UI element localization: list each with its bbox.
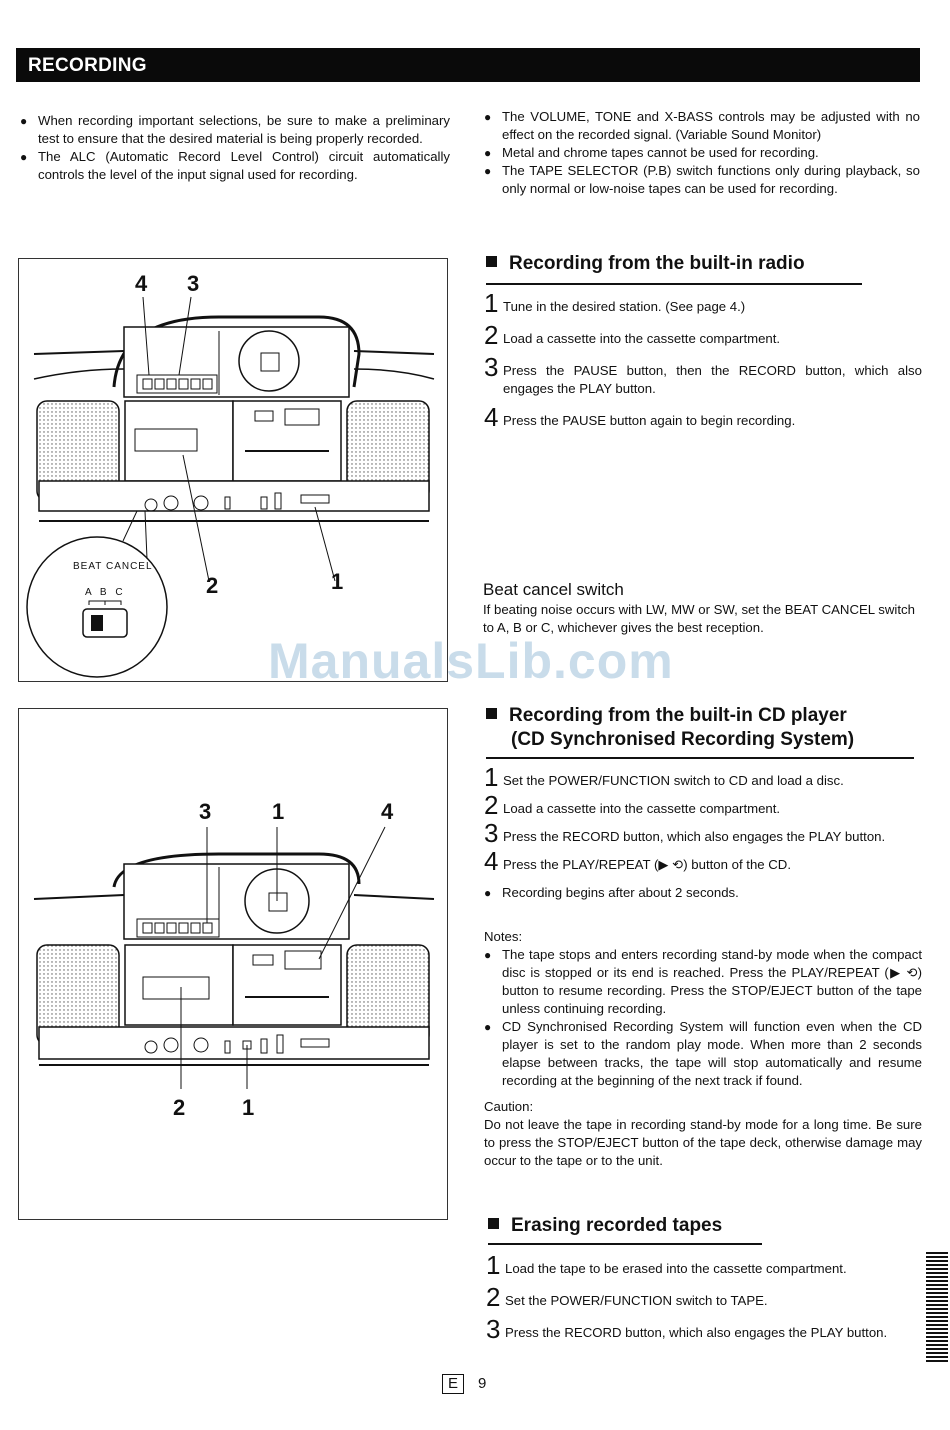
square-bullet-icon	[486, 708, 497, 719]
intro-right-item: The TAPE SELECTOR (P.B) switch functions…	[484, 162, 920, 198]
cd-heading-text: Recording from the built-in CD player	[509, 705, 847, 726]
notes-title: Notes:	[484, 929, 523, 944]
step: 2 Load a cassette into the cassette compa…	[484, 790, 922, 820]
step: 4 Press the PLAY/REPEAT (▶ ⟲) button of t…	[484, 846, 922, 876]
boombox-illustration-1	[26, 296, 435, 678]
step: 1 Tune in the desired station. (See page …	[484, 288, 922, 318]
intro-right: The VOLUME, TONE and X-BASS controls may…	[484, 108, 920, 198]
step-text: Press the RECORD button, which also enga…	[503, 829, 886, 844]
page-edge-marker	[926, 1252, 948, 1364]
step-number: 3	[484, 818, 499, 848]
step-number: 1	[484, 762, 499, 792]
step-text: Tune in the desired station. (See page 4…	[503, 299, 746, 314]
watermark: ManualsLib.com	[268, 633, 674, 689]
step: 1 Load the tape to be erased into the cas…	[486, 1250, 920, 1280]
callout-4: 4	[381, 799, 394, 824]
erase-steps: 1 Load the tape to be erased into the cas…	[486, 1250, 920, 1344]
square-bullet-icon	[486, 256, 497, 267]
step-number: 2	[484, 790, 499, 820]
heading-rule	[486, 757, 914, 759]
radio-steps: 1 Tune in the desired station. (See page …	[484, 288, 922, 432]
radio-heading-text: Recording from the built-in radio	[509, 253, 805, 274]
step-text: Load a cassette into the cassette compar…	[503, 801, 781, 816]
callout-4: 4	[135, 271, 148, 296]
step-text: Load a cassette into the cassette compar…	[503, 331, 781, 346]
callout-1: 1	[272, 799, 285, 824]
callout-1: 1	[242, 1095, 255, 1120]
step-text: Press the RECORD button, which also enga…	[505, 1325, 888, 1340]
step: 1 Set the POWER/FUNCTION switch to CD and…	[484, 762, 922, 792]
step-text: Press the PAUSE button again to begin re…	[503, 413, 796, 428]
note-item: CD Synchronised Recording System will fu…	[484, 1018, 922, 1090]
step-number: 2	[484, 320, 499, 350]
step: 3 Press the RECORD button, which also eng…	[484, 818, 922, 848]
step-text: Press the PLAY/REPEAT (▶ ⟲) button of th…	[503, 857, 791, 872]
step-number: 1	[486, 1250, 501, 1280]
step-text: Set the POWER/FUNCTION switch to CD and …	[503, 773, 844, 788]
boombox-illustration-2	[33, 826, 435, 1089]
figure-cd-recording: 3 1 4 2 1	[18, 708, 448, 1220]
step: 3 Press the RECORD button, which also eng…	[486, 1314, 920, 1344]
step-number: 2	[486, 1282, 501, 1312]
intro-right-item: The VOLUME, TONE and X-BASS controls may…	[484, 108, 920, 144]
caution-text: Do not leave the tape in recording stand…	[484, 1117, 922, 1168]
note-item: The tape stops and enters recording stan…	[484, 946, 922, 1018]
step-number: 3	[486, 1314, 501, 1344]
language-badge: E	[442, 1374, 464, 1394]
beat-cancel-label: BEAT CANCEL	[73, 561, 153, 572]
step: 2 Set the POWER/FUNCTION switch to TAPE.	[486, 1282, 920, 1312]
step-number: 3	[484, 352, 499, 382]
beat-cancel-positions: A B C	[85, 587, 123, 598]
figure-radio-recording: 4 3 2 1 BEAT CANCEL A B C	[18, 258, 448, 682]
page-number: 9	[478, 1375, 487, 1392]
caution-title: Caution:	[484, 1099, 534, 1114]
callout-1: 1	[331, 569, 344, 594]
intro-left-item: The ALC (Automatic Record Level Control)…	[20, 148, 450, 184]
intro-left: When recording important selections, be …	[20, 112, 450, 184]
cd-bullet: Recording begins after about 2 seconds.	[484, 884, 922, 902]
section-banner: RECORDING	[16, 48, 920, 82]
step-number: 1	[484, 288, 499, 318]
radio-heading: Recording from the built-in radio	[486, 252, 862, 285]
erase-heading: Erasing recorded tapes	[488, 1214, 762, 1245]
step-text: Load the tape to be erased into the cass…	[505, 1261, 847, 1276]
beat-cancel-title: Beat cancel switch	[483, 580, 624, 599]
beat-cancel-text: If beating noise occurs with LW, MW or S…	[483, 602, 915, 635]
cd-heading: Recording from the built-in CD player (C…	[486, 704, 914, 759]
cd-steps: 1 Set the POWER/FUNCTION switch to CD and…	[484, 762, 922, 902]
callout-2: 2	[206, 573, 219, 598]
callout-3: 3	[199, 799, 212, 824]
heading-rule	[488, 1243, 762, 1245]
cd-notes: Notes: The tape stops and enters recordi…	[484, 928, 922, 1170]
step-number: 4	[484, 402, 499, 432]
step-text: Press the PAUSE button, then the RECORD …	[503, 363, 922, 396]
heading-rule	[486, 283, 862, 285]
section-title: RECORDING	[28, 55, 147, 76]
step: 2 Load a cassette into the cassette compa…	[484, 320, 922, 350]
step-text: Set the POWER/FUNCTION switch to TAPE.	[505, 1293, 768, 1308]
callout-3: 3	[187, 271, 200, 296]
square-bullet-icon	[488, 1218, 499, 1229]
step: 4 Press the PAUSE button again to begin r…	[484, 402, 922, 432]
step-number: 4	[484, 846, 499, 876]
cd-heading-subtitle: (CD Synchronised Recording System)	[511, 729, 855, 750]
intro-right-item: Metal and chrome tapes cannot be used fo…	[484, 144, 920, 162]
erase-heading-text: Erasing recorded tapes	[511, 1215, 723, 1236]
intro-left-item: When recording important selections, be …	[20, 112, 450, 148]
callout-2: 2	[173, 1095, 186, 1120]
